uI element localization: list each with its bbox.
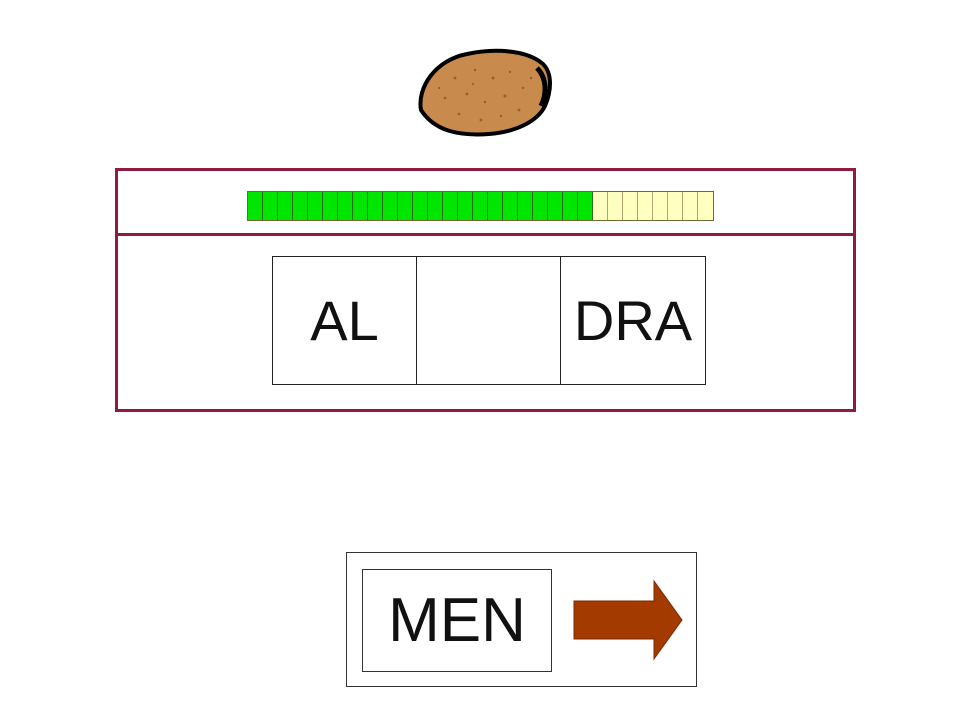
word-panel: AL DRA bbox=[115, 168, 856, 412]
progress-segment-filled bbox=[293, 192, 308, 220]
progress-segment-filled bbox=[473, 192, 488, 220]
progress-segment-filled bbox=[248, 192, 263, 220]
progress-segment-empty bbox=[683, 192, 698, 220]
progress-segment-empty bbox=[668, 192, 683, 220]
syllable-slot-1: AL bbox=[273, 257, 417, 384]
progress-segment-filled bbox=[548, 192, 563, 220]
syllable-row: AL DRA bbox=[272, 256, 706, 385]
syllable-choice-button[interactable]: MEN bbox=[362, 569, 552, 672]
progress-segment-filled bbox=[368, 192, 383, 220]
answer-box: MEN bbox=[346, 552, 697, 687]
progress-segment-filled bbox=[488, 192, 503, 220]
progress-segment-filled bbox=[338, 192, 353, 220]
progress-segment-filled bbox=[578, 192, 593, 220]
progress-segment-filled bbox=[428, 192, 443, 220]
progress-segment-empty bbox=[653, 192, 668, 220]
progress-segment-filled bbox=[278, 192, 293, 220]
progress-segment-filled bbox=[443, 192, 458, 220]
progress-segment-empty bbox=[638, 192, 653, 220]
progress-segment-filled bbox=[458, 192, 473, 220]
progress-segment-filled bbox=[263, 192, 278, 220]
progress-segment-filled bbox=[518, 192, 533, 220]
almond-icon bbox=[418, 48, 552, 137]
syllable-slot-2-blank[interactable] bbox=[417, 257, 561, 384]
progress-segment-filled bbox=[323, 192, 338, 220]
progress-segment-filled bbox=[398, 192, 413, 220]
progress-segment-filled bbox=[413, 192, 428, 220]
progress-segment-filled bbox=[503, 192, 518, 220]
progress-segment-filled bbox=[308, 192, 323, 220]
progress-segment-empty bbox=[608, 192, 623, 220]
progress-segment-empty bbox=[593, 192, 608, 220]
progress-segment-filled bbox=[353, 192, 368, 220]
progress-segment-filled bbox=[563, 192, 578, 220]
panel-divider bbox=[118, 233, 853, 236]
right-arrow-icon[interactable] bbox=[572, 579, 684, 661]
progress-segment-empty bbox=[623, 192, 638, 220]
progress-segment-filled bbox=[533, 192, 548, 220]
syllable-slot-3: DRA bbox=[573, 289, 693, 352]
progress-segment-filled bbox=[383, 192, 398, 220]
progress-bar bbox=[247, 191, 714, 221]
progress-segment-empty bbox=[698, 192, 713, 220]
